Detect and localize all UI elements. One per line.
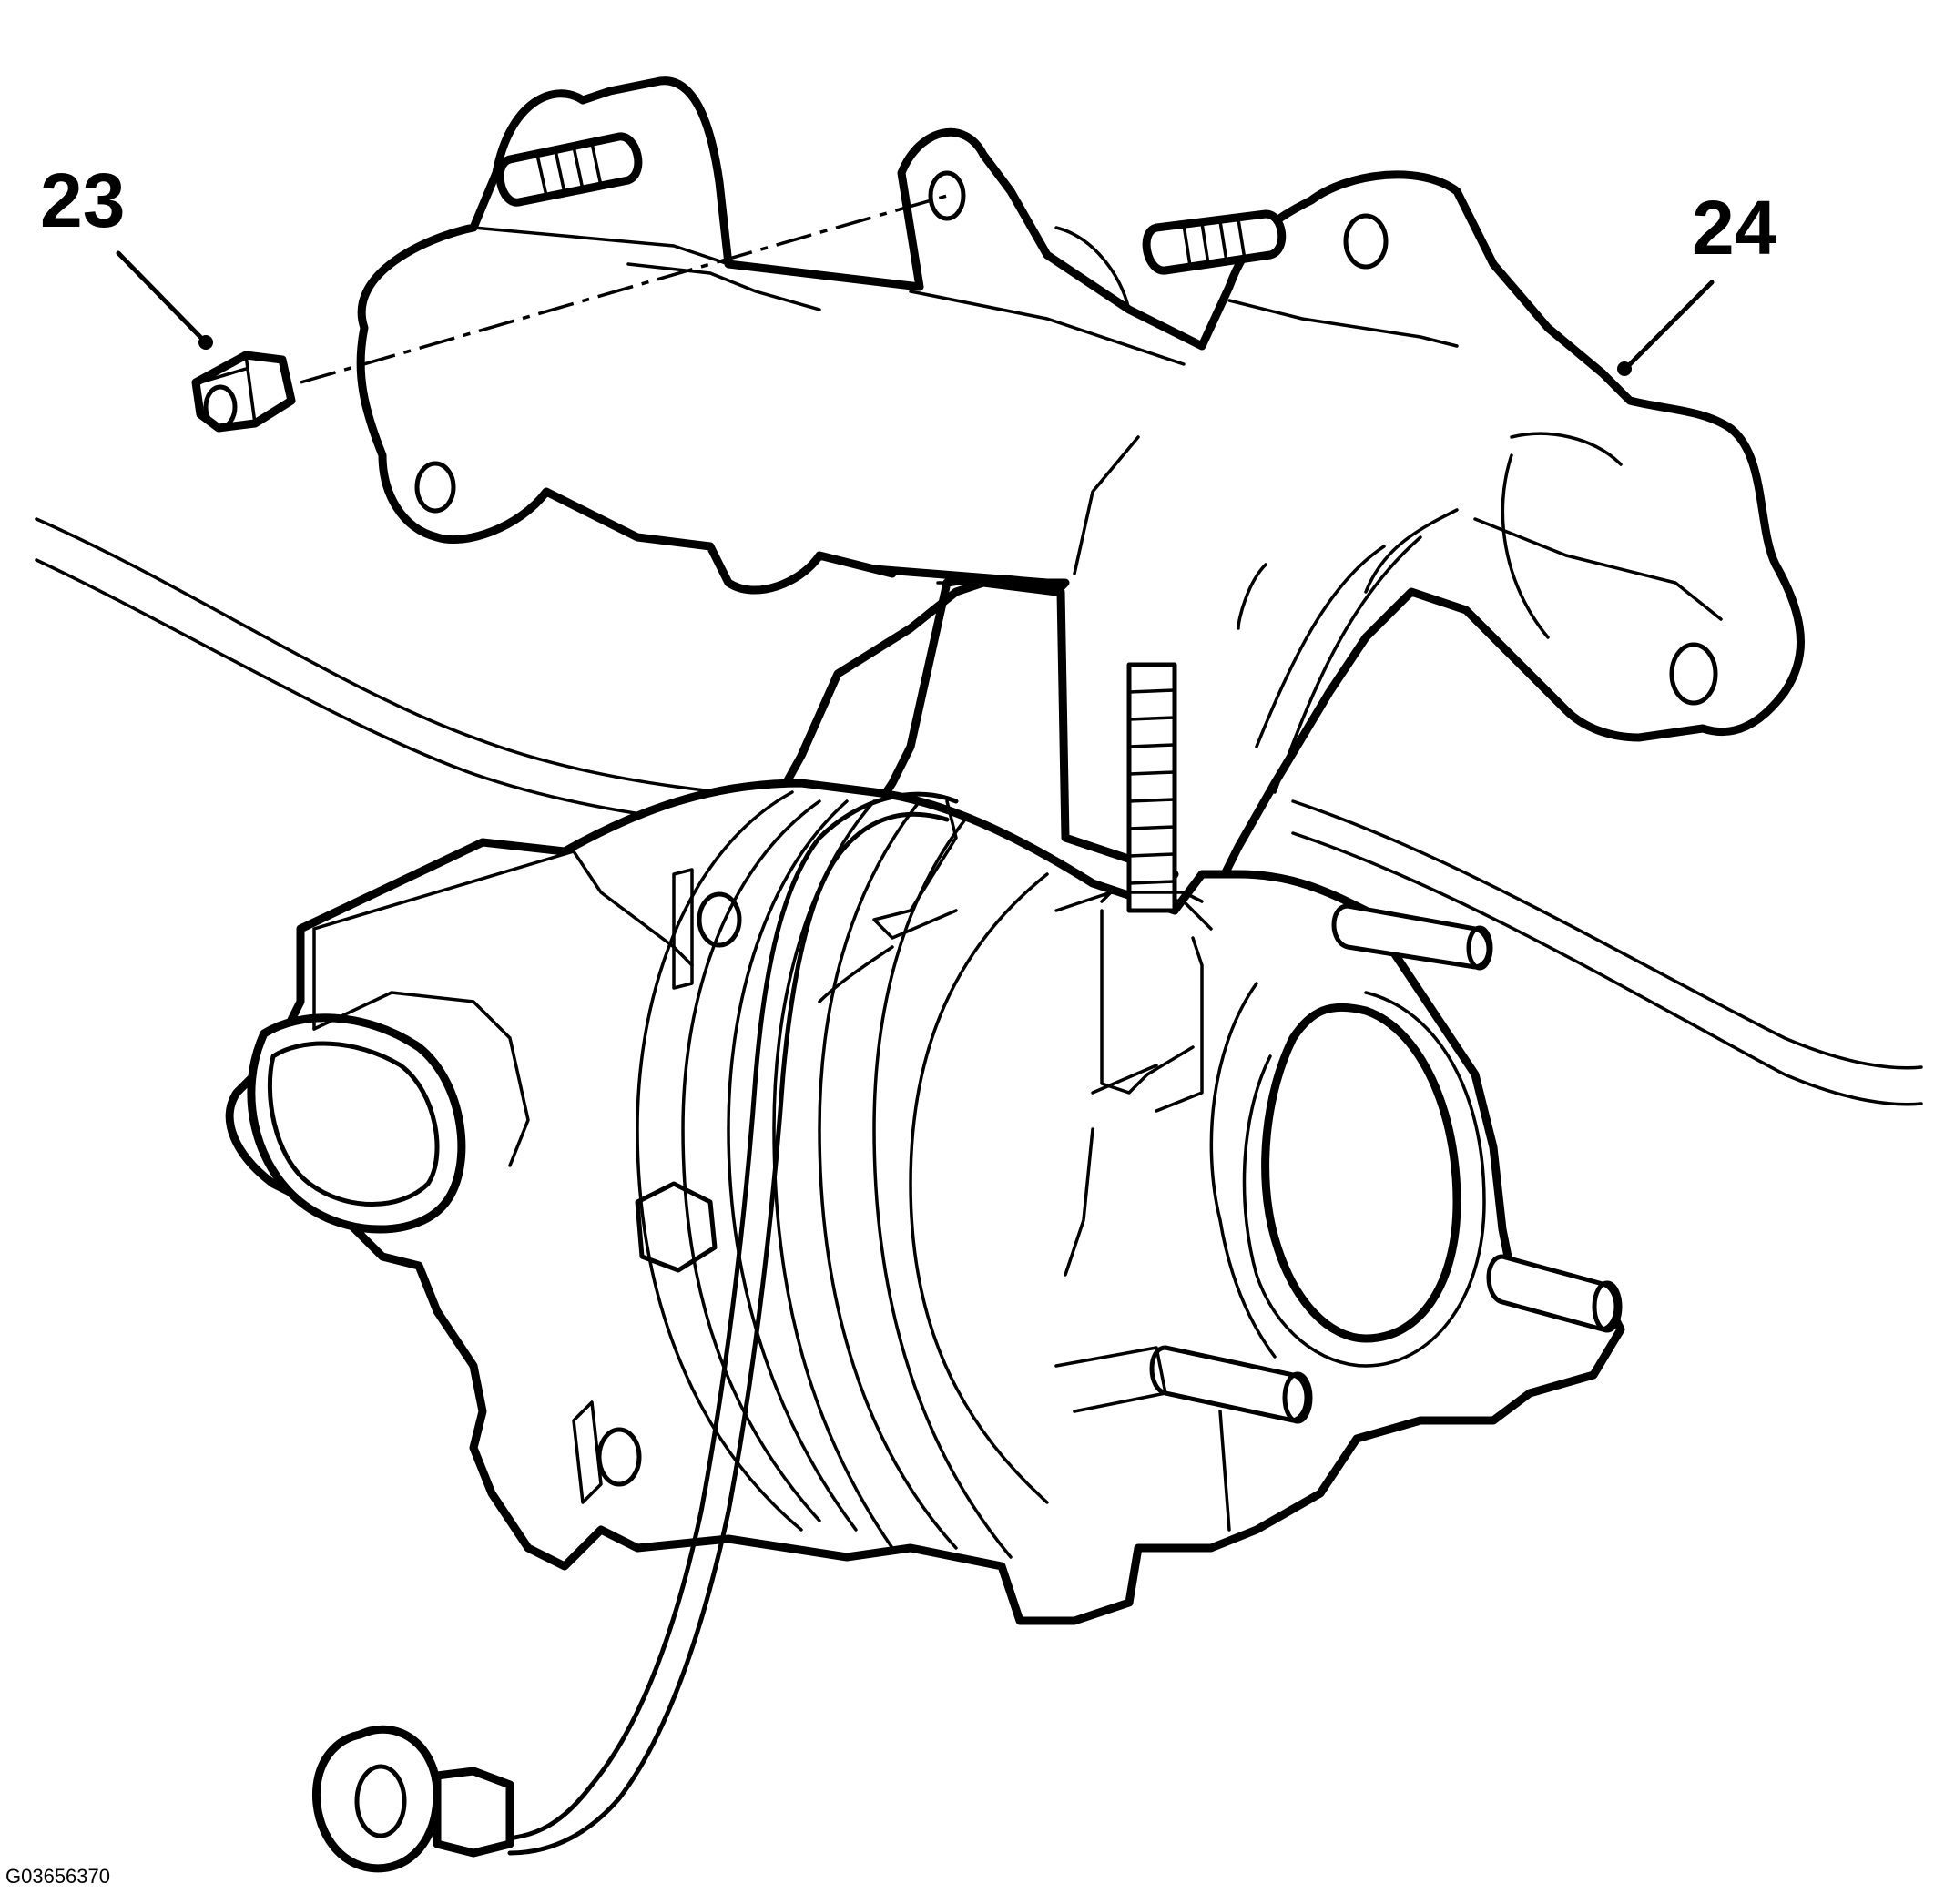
leader-line-23 <box>116 250 203 340</box>
nut-icon <box>191 351 296 433</box>
figure-id: G03656370 <box>5 1865 110 1888</box>
bolt-icon <box>672 868 742 990</box>
bracket-icon <box>356 76 1805 970</box>
alignment-line <box>300 194 948 384</box>
stud-icon <box>1100 662 1204 913</box>
stud-icon <box>495 132 643 207</box>
banjo-fitting-icon <box>311 1725 514 1873</box>
leader-dot-23 <box>198 335 213 350</box>
stud-icon <box>1486 1254 1623 1333</box>
leader-line-24 <box>1627 280 1715 367</box>
turbocharger-icon <box>225 662 1625 1625</box>
callout-label-24: 24 <box>1692 185 1777 270</box>
oil-line-icon <box>489 791 959 1856</box>
stud-icon <box>1149 1345 1313 1424</box>
bolt-icon <box>635 1181 718 1273</box>
stud-icon <box>1142 209 1287 275</box>
stud-icon <box>1331 903 1493 971</box>
callout-label-23: 23 <box>40 158 126 243</box>
bolt-icon <box>572 1400 642 1504</box>
leader-dot-24 <box>1617 361 1632 376</box>
